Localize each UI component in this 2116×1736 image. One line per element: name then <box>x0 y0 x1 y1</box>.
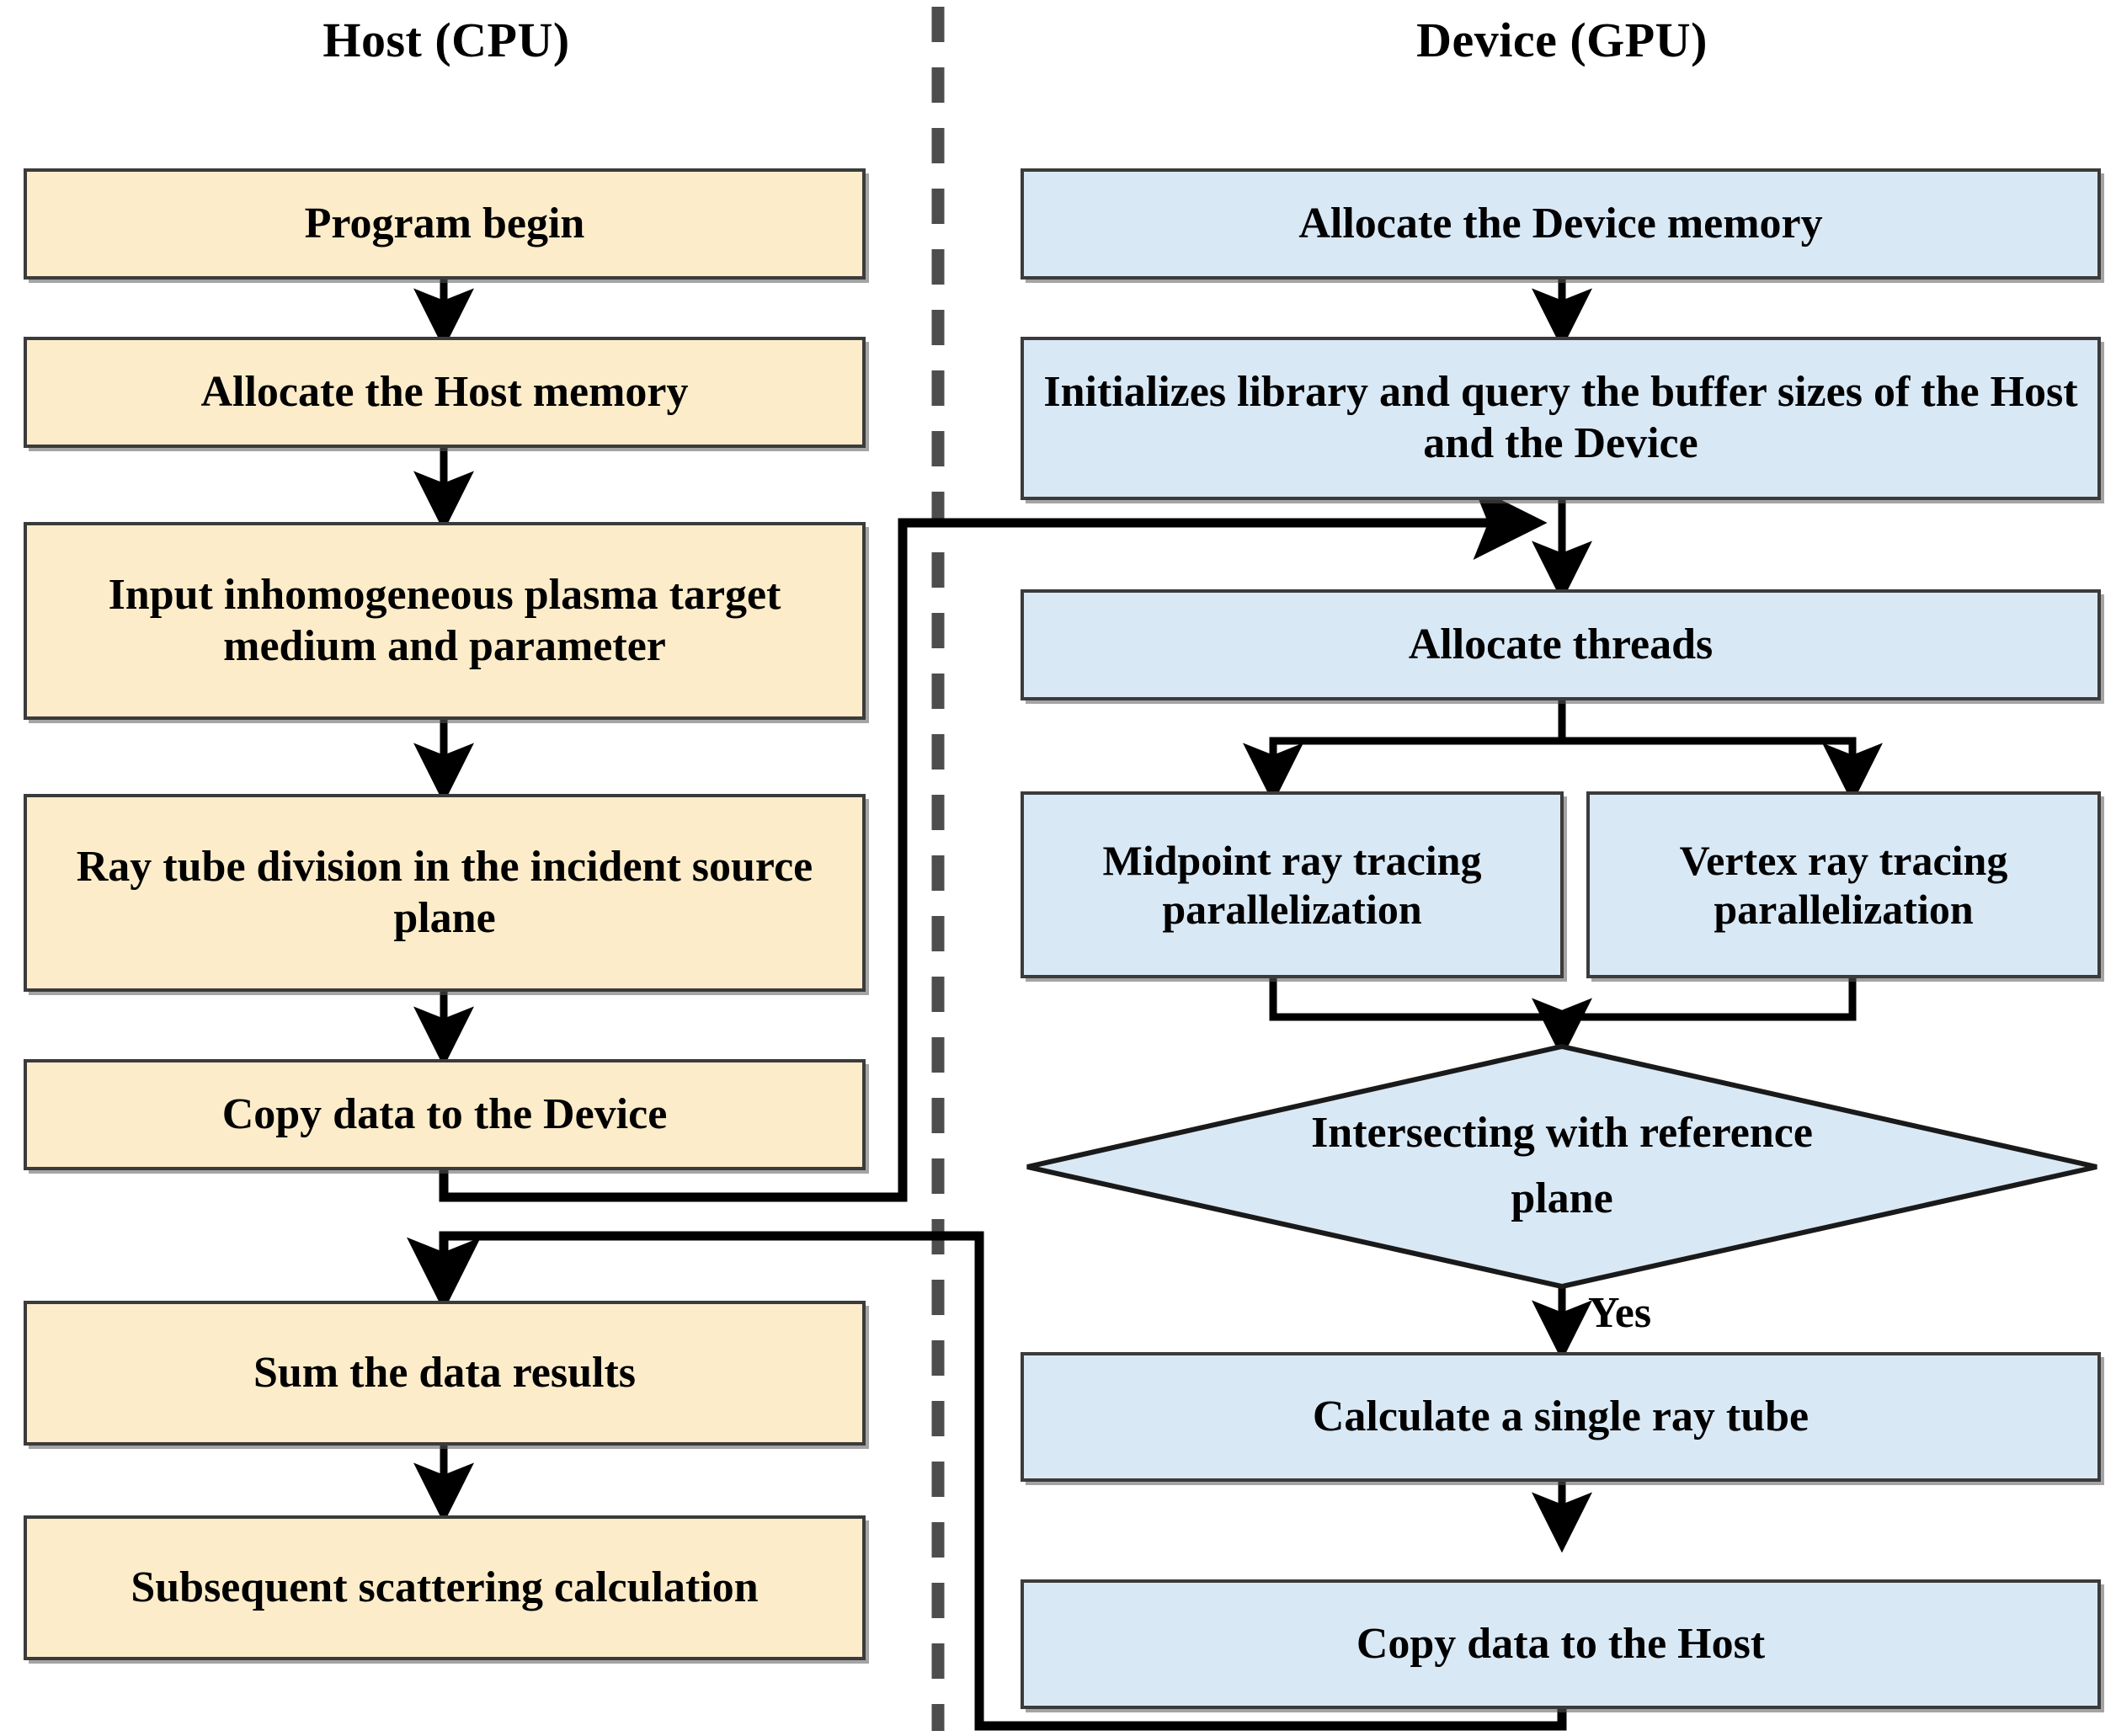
node-midpoint-ray-tracing-label: Midpoint ray tracing parallelization <box>1102 836 1482 934</box>
node-input-plasma-target-label: Input inhomogeneous plasma target medium… <box>108 570 781 670</box>
edge-vertex-merge <box>1562 977 1857 1021</box>
node-input-plasma-target[interactable]: Input inhomogeneous plasma target medium… <box>24 522 866 720</box>
node-init-library-query-buffers-label: Initializes library and query the buffer… <box>1043 368 2078 467</box>
node-copy-data-to-device[interactable]: Copy data to the Device <box>24 1059 866 1170</box>
edge-copy-host-to-sum-results <box>407 1231 1567 1731</box>
column-header-device: Device (GPU) <box>1416 13 1708 67</box>
node-sum-data-results-label: Sum the data results <box>253 1348 637 1397</box>
node-copy-data-to-host-label: Copy data to the Host <box>1356 1619 1766 1668</box>
node-allocate-threads-label: Allocate threads <box>1408 620 1714 668</box>
node-init-library-query-buffers[interactable]: Initializes library and query the buffer… <box>1021 337 2101 500</box>
node-allocate-threads[interactable]: Allocate threads <box>1021 589 2101 700</box>
column-header-host: Host (CPU) <box>322 13 570 67</box>
edge-copy-device-to-allocate-threads <box>439 486 1548 1202</box>
node-midpoint-ray-tracing[interactable]: Midpoint ray tracing parallelization <box>1021 791 1564 978</box>
node-calculate-single-ray-tube[interactable]: Calculate a single ray tube <box>1021 1352 2101 1482</box>
node-allocate-host-memory-label: Allocate the Host memory <box>200 367 689 416</box>
node-vertex-ray-tracing[interactable]: Vertex ray tracing parallelization <box>1586 791 2101 978</box>
node-program-begin-label: Program begin <box>304 199 585 248</box>
edge-midpoint-merge <box>1269 977 1562 1021</box>
node-ray-tube-division-label: Ray tube division in the incident source… <box>76 842 813 942</box>
node-vertex-ray-tracing-label: Vertex ray tracing parallelization <box>1679 836 2008 934</box>
edge-allocate-threads-fork-right <box>1558 700 1883 804</box>
node-sum-data-results[interactable]: Sum the data results <box>24 1301 866 1446</box>
edge-allocate-threads-fork-left <box>1243 700 1566 804</box>
node-allocate-host-memory[interactable]: Allocate the Host memory <box>24 337 866 448</box>
edge-label-yes: Yes <box>1588 1289 1652 1337</box>
node-copy-data-to-host[interactable]: Copy data to the Host <box>1021 1579 2101 1709</box>
node-subsequent-scattering[interactable]: Subsequent scattering calculation <box>24 1515 866 1660</box>
decision-diamond-shape <box>1026 1043 2097 1290</box>
node-allocate-device-memory[interactable]: Allocate the Device memory <box>1021 168 2101 280</box>
node-copy-data-to-device-label: Copy data to the Device <box>221 1089 668 1138</box>
node-subsequent-scattering-label: Subsequent scattering calculation <box>131 1563 759 1611</box>
node-ray-tube-division[interactable]: Ray tube division in the incident source… <box>24 794 866 992</box>
node-program-begin[interactable]: Program begin <box>24 168 866 280</box>
node-allocate-device-memory-label: Allocate the Device memory <box>1298 199 1823 248</box>
node-calculate-single-ray-tube-label: Calculate a single ray tube <box>1312 1392 1810 1440</box>
